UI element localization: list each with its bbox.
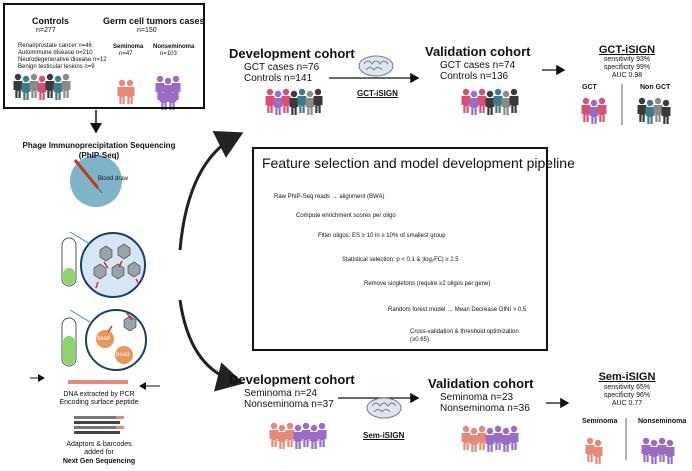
seminoma-n: n=47 [119, 51, 133, 57]
non-gct-group-label: Non GCT [640, 84, 671, 91]
seminoma-group-label: Seminoma [582, 418, 618, 425]
gct-dev-line: Controls n=141 [244, 73, 313, 84]
pipeline-step: Remove singletons (require ≥2 oligos per… [364, 281, 491, 287]
gct-sensitivity: sensitivity 93% [603, 56, 651, 63]
gct-dev-line: GCT cases n=76 [244, 62, 320, 73]
gct-dev-title: Development cohort [229, 46, 355, 61]
bead-capture-illustration [85, 309, 147, 371]
gct-val-line: GCT cases n=74 [440, 60, 516, 71]
controls-n: n=277 [36, 27, 56, 34]
pipeline-step: (≥0.65) [410, 337, 429, 343]
controls-line: Renal/prostate cancer n=46 [18, 43, 92, 49]
pipeline-step: Cross-validation & threshold optimizatio… [410, 329, 519, 335]
sem-val-line: Seminoma n=23 [440, 392, 514, 403]
gct-val-line: Controls n=136 [440, 71, 509, 82]
sem-specificity: specificity 96% [603, 392, 651, 399]
test-tube-icon [61, 237, 77, 367]
phip-subtitle: (PhIP-Seq) [78, 151, 120, 160]
bead-label: bead [116, 352, 130, 358]
people-sem-validation [461, 425, 519, 452]
gct-cases-title: Germ cell tumors cases [103, 16, 205, 26]
ngs-text: Next Gen Sequencing [62, 458, 136, 465]
gct-result-title: GCT-iSIGN [598, 44, 656, 56]
pipeline-step: Random forest model → Mean Decrease GINI… [388, 307, 527, 313]
gct-specificity: specificity 99% [603, 64, 651, 71]
blood-draw-label: Blood draw [98, 176, 129, 182]
people-gct-validation [461, 88, 519, 115]
people-gct-development [265, 88, 323, 115]
controls-line: Neurodegenerative disease n=12 [18, 57, 107, 63]
sem-dev-line: Seminoma n=24 [244, 388, 318, 399]
curve-arrow-up [178, 130, 244, 251]
sem-isign-model-label: Sem-iSIGN [363, 431, 405, 440]
curve-arrow-down [178, 299, 244, 392]
brain-icon [366, 397, 402, 419]
pipeline-step: Raw PhIP-Seq reads → alignment (BWA) [274, 194, 385, 200]
dna-strands [30, 374, 160, 434]
gct-auc: AUC 0.98 [611, 72, 643, 79]
pipeline-box [252, 147, 548, 351]
nonseminoma-n: n=103 [160, 51, 177, 57]
sem-auc: AUC 0.77 [611, 400, 643, 407]
dna-extracted-text: DNA extracted by PCR [63, 391, 135, 398]
gct-val-title: Validation cohort [425, 44, 531, 59]
adaptors-text: Adaptors & barcodes [66, 441, 132, 448]
phip-title: Phage Immunoprecipitation Sequencing [22, 141, 176, 150]
sem-val-line: Nonseminoma n=36 [440, 403, 530, 414]
pipeline-step: Statistical selection: p < 0.1 & |log₂FC… [342, 257, 459, 263]
pipeline-step: Filter oligos: ES ≥ 10 in ≥ 10% of small… [318, 233, 446, 239]
seminoma-label: Seminoma [113, 44, 144, 50]
people-gct-result [581, 97, 671, 124]
gct-group-label: GCT [582, 84, 597, 91]
gct-isign-model-label: GCT-iSIGN [357, 89, 398, 98]
gct-cases-n: n=150 [137, 27, 157, 34]
people-sem-development [269, 422, 327, 449]
pipeline-step: Compute enrichment scores per oligo [296, 213, 396, 219]
brain-icon [358, 55, 394, 77]
sem-sensitivity: sensitivity 65% [603, 384, 651, 391]
phage-library-illustration [80, 232, 146, 298]
adaptors-text-2: added for [84, 449, 114, 456]
pipeline-title: Feature selection and model development … [262, 155, 575, 171]
encoding-peptide-text: Encoding surface peptide [59, 399, 139, 406]
controls-title: Controls [32, 16, 69, 26]
sem-dev-line: Nonseminoma n=37 [244, 399, 334, 410]
cohort-summary-box [3, 3, 205, 109]
controls-line: Benign testicular lesions n=9 [18, 64, 95, 70]
controls-line: Autoimmune disease n=210 [18, 50, 93, 56]
sem-result-title: Sem-iSIGN [598, 371, 656, 383]
sem-dev-title: Development cohort [229, 372, 355, 387]
sem-val-title: Validation cohort [428, 376, 534, 391]
bead-label: bead [97, 336, 111, 342]
nonseminoma-group-label: Nonseminoma [638, 418, 687, 425]
nonseminoma-label: Nonseminoma [153, 44, 195, 50]
blood-draw-illustration [70, 155, 122, 207]
people-sem-result [585, 437, 675, 464]
